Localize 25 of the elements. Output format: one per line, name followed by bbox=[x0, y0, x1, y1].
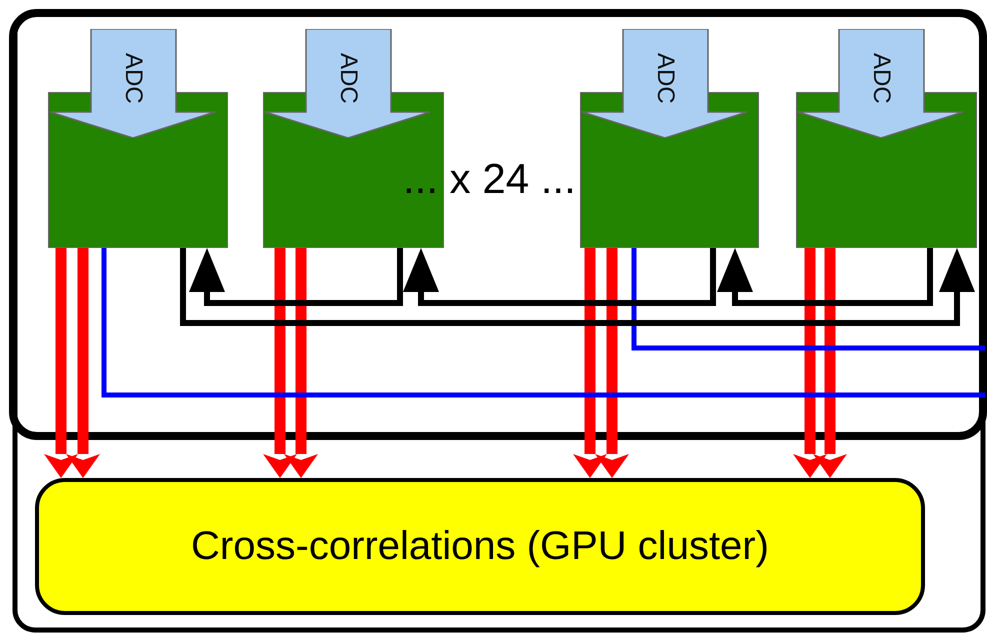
arrow bbox=[284, 248, 318, 478]
arrow bbox=[793, 248, 827, 478]
connector-line bbox=[632, 248, 985, 350]
arrow bbox=[44, 248, 78, 478]
arrow bbox=[66, 248, 100, 478]
arrow bbox=[813, 248, 847, 478]
adc-label: ADC bbox=[119, 53, 147, 101]
arrow bbox=[403, 248, 716, 306]
arrow bbox=[189, 248, 403, 306]
arrow bbox=[717, 248, 933, 306]
adc-block bbox=[582, 29, 749, 138]
arrow bbox=[595, 248, 629, 478]
cluster-box bbox=[35, 478, 925, 615]
arrow bbox=[180, 248, 975, 326]
adc-label: ADC bbox=[651, 53, 679, 101]
adc-label: ADC bbox=[334, 53, 362, 101]
node-label: Cross-correlations (GPU cluster) bbox=[191, 524, 769, 569]
adc-block bbox=[50, 29, 217, 138]
adc-block bbox=[265, 29, 432, 138]
connector-line bbox=[102, 248, 985, 398]
repeat-note: ... x 24 ... bbox=[403, 155, 576, 203]
arrow bbox=[573, 248, 607, 478]
adc-block bbox=[798, 29, 965, 138]
arrow bbox=[263, 248, 297, 478]
adc-label: ADC bbox=[867, 53, 895, 101]
